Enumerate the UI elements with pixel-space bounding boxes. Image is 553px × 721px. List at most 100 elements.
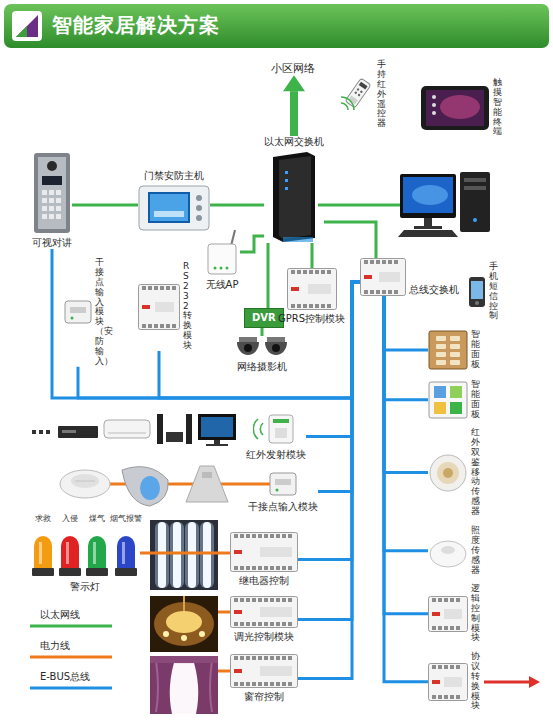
device-label: 手机短信控制: [489, 262, 498, 321]
legend-text: 以太网线: [40, 609, 80, 621]
device-icon: [204, 228, 240, 276]
device-icon: [428, 596, 468, 632]
device-icon: [234, 336, 290, 358]
ebus-line: [384, 296, 428, 682]
device-icon: [468, 276, 486, 308]
device-icon: [428, 453, 468, 493]
device-label: 触摸智能终端: [493, 78, 502, 137]
ebus-line: [384, 296, 428, 614]
legend-text: 电力线: [40, 640, 70, 652]
logo: [16, 15, 38, 37]
output-arrow: [529, 676, 540, 688]
device-node: 智能面板: [428, 330, 480, 370]
chandelier: [150, 596, 218, 652]
device-node: 以太网交换机: [264, 136, 324, 243]
ethernet-line: [261, 328, 264, 336]
ethernet-line: [210, 204, 264, 207]
logo: [12, 11, 42, 41]
device-icon: [287, 268, 337, 310]
ebus-line: [384, 296, 428, 473]
uplink-arrow: [290, 91, 298, 136]
device-label: DVR: [252, 312, 276, 324]
ethernet-line: [268, 243, 269, 308]
ebus-line: [384, 296, 428, 682]
output-arrow: [484, 681, 530, 684]
ebus-line: [384, 296, 428, 400]
legend-text: E-BUS总线: [40, 671, 90, 683]
device-label: 继电器控制: [239, 575, 289, 587]
device-icon: [230, 654, 298, 688]
device-label: 警示灯: [70, 581, 100, 593]
lamp-label: 求救: [35, 514, 51, 524]
dvr-box: DVR: [244, 308, 284, 328]
device-label: 干接点输入模块（安防输入）: [95, 258, 104, 367]
fluorescent-lights: [150, 520, 218, 590]
ebus-line: [384, 296, 428, 614]
device-node: 窗帘控制: [230, 654, 298, 703]
device-node: GPRS控制模块: [278, 268, 345, 325]
device-node: 触摸智能终端: [420, 78, 502, 137]
ebus-line: [384, 296, 428, 473]
device-node: 警示灯: [30, 528, 140, 593]
device-label: 协议转换模块: [471, 652, 480, 711]
lamp-label: 煤气: [89, 514, 105, 524]
device-node: 网络摄影机: [234, 336, 290, 373]
device-icon: [360, 258, 406, 296]
ebus-line: [52, 249, 360, 398]
device-icon: [230, 532, 298, 572]
title-text: 智能家居解决方案: [52, 13, 220, 37]
device-label: 红外双鉴移动传感器: [471, 428, 480, 517]
device-node: 干接点输入模块（安防输入）: [64, 258, 104, 367]
device-node: 调光控制模块: [230, 596, 298, 643]
device-icon: [428, 663, 468, 701]
device-node: 逻辑控制模块: [428, 584, 480, 643]
device-icon: [428, 381, 468, 419]
ethernet-line: [72, 205, 138, 206]
ebus-line: [384, 296, 428, 551]
ethernet-line: [267, 243, 270, 308]
device-label: 调光控制模块: [234, 631, 294, 643]
device-icon: [269, 470, 297, 498]
ebus-line: [384, 296, 428, 350]
device-node: 继电器控制: [230, 532, 298, 587]
device-node: 红外双鉴移动传感器: [428, 428, 480, 517]
device-node: 干接点输入模块: [248, 470, 318, 513]
legend-line: [30, 687, 112, 690]
device-icon: [253, 412, 299, 446]
power-line: [140, 552, 230, 555]
device-node: 手机短信控制: [468, 262, 498, 321]
device-icon: [230, 596, 298, 628]
device-node: 可视对讲: [32, 152, 72, 249]
legend-line: [30, 656, 112, 659]
device-node: 门禁安防主机: [138, 170, 210, 231]
ethernet-line: [324, 222, 376, 258]
device-label: 逻辑控制模块: [471, 584, 480, 643]
device-icon: [420, 85, 490, 131]
device-node: 总线交换机: [360, 258, 459, 296]
device-icon: [269, 151, 319, 243]
curtain: [150, 656, 218, 714]
sensors: [60, 466, 228, 506]
device-label: GPRS控制模块: [278, 313, 345, 325]
ethernet-line: [240, 236, 264, 252]
device-label: 干接点输入模块: [248, 501, 318, 513]
device-icon: [32, 152, 72, 234]
legend-line: [30, 625, 112, 628]
device-label: 总线交换机: [409, 284, 459, 296]
ebus-line: [384, 296, 428, 400]
device-label: 智能面板: [471, 330, 480, 370]
device-node: 无线AP: [204, 228, 240, 291]
uplink-arrow: [283, 75, 305, 136]
lamp-label: 烟气报警: [110, 514, 142, 524]
ethernet-line: [240, 236, 264, 252]
appliances: [32, 414, 236, 446]
ebus-line: [384, 296, 428, 350]
device-label: 窗帘控制: [244, 691, 284, 703]
power-line: [140, 553, 230, 554]
ethernet-line: [324, 222, 376, 258]
ethernet-line: [312, 243, 313, 268]
device-node: 小区网络: [271, 62, 315, 75]
lamp-label: 入侵: [62, 514, 78, 524]
device-label: 红外发射模块: [246, 449, 306, 461]
